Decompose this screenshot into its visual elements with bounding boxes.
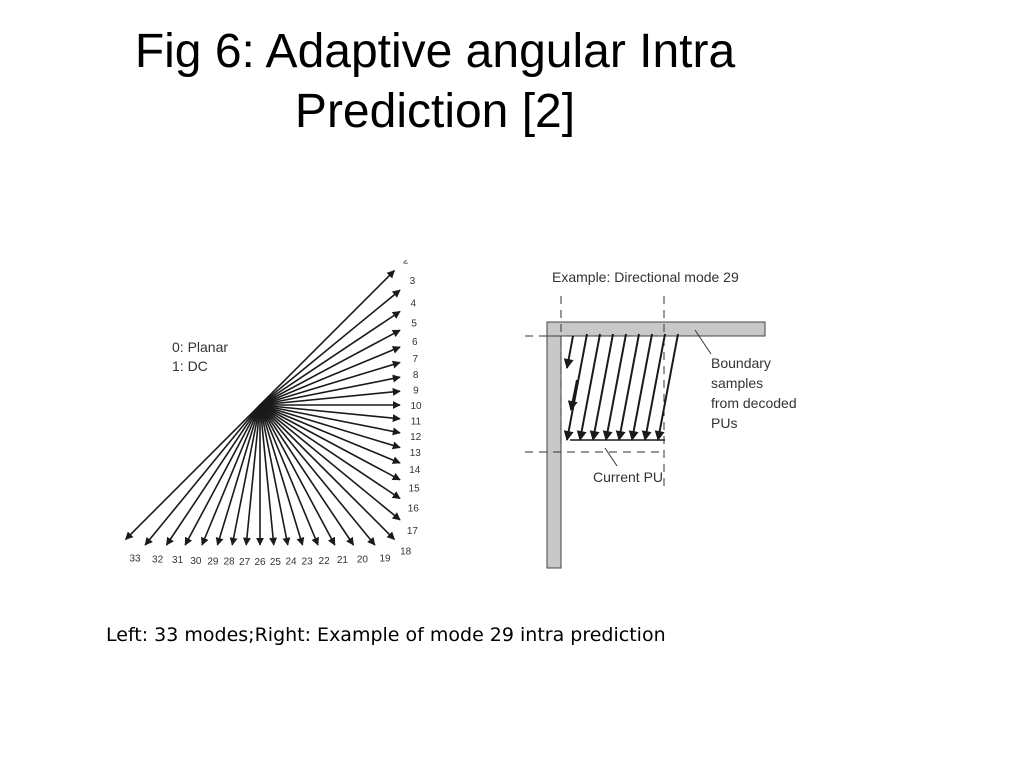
mode-label-16: 16 — [408, 503, 420, 514]
current-pu-label: Current PU — [593, 469, 663, 485]
prediction-arrow — [641, 333, 666, 441]
mode-ray-15 — [259, 404, 401, 481]
mode-ray-19 — [259, 404, 376, 546]
legend-dc: 1: DC — [172, 358, 208, 374]
mode-ray-23 — [259, 404, 305, 546]
legend-planar: 0: Planar — [172, 339, 228, 355]
boundary-label-3: from decoded — [711, 395, 797, 411]
example-heading: Example: Directional mode 29 — [552, 269, 739, 285]
mode-ray-11 — [259, 404, 401, 423]
mode-ray-5 — [259, 329, 401, 406]
mode-label-7: 7 — [413, 354, 419, 365]
mode-label-5: 5 — [411, 319, 417, 330]
mode-label-32: 32 — [152, 554, 164, 565]
mode-ray-7 — [259, 360, 401, 406]
prediction-arrow — [576, 333, 601, 441]
mode-ray-16 — [259, 404, 401, 500]
mode-ray-28 — [229, 404, 261, 546]
mode-label-18: 18 — [400, 547, 412, 558]
prediction-arrow — [628, 333, 653, 441]
prediction-arrow — [589, 333, 614, 441]
mode-label-3: 3 — [410, 276, 416, 287]
mode-label-24: 24 — [285, 557, 297, 568]
slide-title: Fig 6: Adaptive angular Intra Prediction… — [60, 22, 810, 142]
boundary-leader — [694, 329, 712, 355]
mode-label-4: 4 — [411, 299, 417, 310]
mode-ray-33 — [144, 404, 261, 546]
mode-label-30: 30 — [190, 556, 202, 567]
prediction-arrow-short — [563, 335, 574, 369]
mode-ray-30 — [201, 404, 261, 546]
mode-label-22: 22 — [319, 556, 331, 567]
prediction-arrow — [615, 333, 640, 441]
mode-ray-17 — [259, 404, 401, 521]
angular-modes-diagram: 0: Planar 1: DC 234567891011121314151617… — [120, 260, 422, 568]
mode-label-31: 31 — [172, 555, 184, 566]
mode-ray-21 — [259, 404, 336, 546]
figure-caption: Left: 33 modes;Right: Example of mode 29… — [106, 624, 666, 646]
mode-label-6: 6 — [412, 337, 418, 348]
mode-label-27: 27 — [239, 557, 251, 568]
mode-label-11: 11 — [411, 416, 422, 427]
mode-label-10: 10 — [410, 401, 422, 412]
mode-label-25: 25 — [270, 557, 282, 568]
mode-label-2: 2 — [403, 260, 409, 266]
mode-label-17: 17 — [407, 526, 419, 537]
mode-ray-29 — [215, 404, 261, 546]
mode-ray-14 — [259, 404, 401, 464]
boundary-label-1: Boundary — [711, 355, 771, 371]
prediction-arrow — [563, 333, 588, 441]
prediction-arrow — [602, 333, 627, 441]
mode-ray-22 — [259, 404, 319, 546]
mode-label-26: 26 — [254, 557, 266, 568]
mode-label-19: 19 — [379, 553, 391, 564]
mode-ray-8 — [259, 374, 401, 406]
boundary-top — [546, 321, 766, 337]
mode-label-21: 21 — [337, 555, 349, 566]
mode-label-13: 13 — [410, 448, 422, 459]
mode-ray-6 — [259, 346, 401, 406]
mode-label-23: 23 — [302, 556, 314, 567]
mode-label-29: 29 — [207, 556, 219, 567]
mode-29-example-diagram: Example: Directional mode 29 Boundary sa… — [525, 269, 797, 569]
mode-ray-20 — [259, 404, 355, 546]
mode-ray-25 — [259, 404, 278, 546]
prediction-arrows — [563, 333, 679, 441]
mode-label-20: 20 — [357, 554, 369, 565]
mode-label-14: 14 — [409, 465, 421, 476]
mode-label-28: 28 — [223, 557, 235, 568]
mode-ray-4 — [259, 310, 401, 406]
title-line-1: Fig 6: Adaptive angular Intra — [134, 25, 736, 78]
mode-ray-13 — [259, 404, 401, 450]
mode-ray-18 — [259, 404, 395, 540]
mode-ray-2 — [259, 270, 395, 406]
mode-label-33: 33 — [129, 553, 141, 564]
mode-label-9: 9 — [413, 386, 419, 397]
title-line-2: Prediction [2] — [294, 85, 576, 138]
boundary-label-4: PUs — [711, 415, 737, 431]
mode-ray-27 — [242, 404, 261, 546]
mode-ray-12 — [259, 404, 401, 436]
mode-ray-34 — [125, 404, 261, 540]
mode-labels: 2345678910111213141516171819202122232425… — [120, 260, 422, 568]
prediction-arrow-short — [567, 379, 578, 411]
mode-label-12: 12 — [410, 432, 422, 443]
mode-ray-24 — [259, 404, 291, 546]
prediction-arrow — [654, 333, 679, 441]
mode-ray-32 — [165, 404, 261, 546]
mode-ray-3 — [259, 289, 401, 406]
mode-label-8: 8 — [413, 370, 419, 381]
current-pu-leader — [604, 447, 618, 467]
mode-ray-31 — [184, 404, 261, 546]
mode-rays — [125, 270, 401, 546]
boundary-label-2: samples — [711, 375, 763, 391]
mode-label-15: 15 — [409, 483, 421, 494]
mode-ray-9 — [259, 387, 401, 406]
